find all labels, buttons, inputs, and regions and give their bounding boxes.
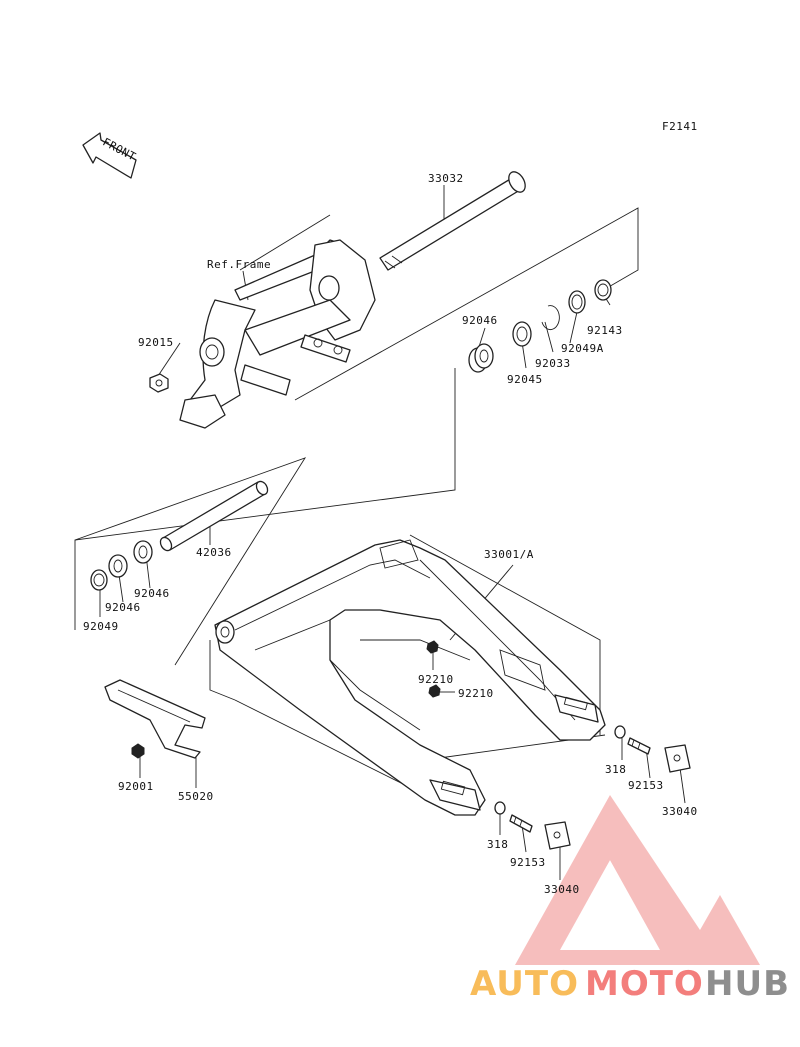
label-92153-a: 92153 xyxy=(628,779,664,792)
label-33001A: 33001/A xyxy=(484,548,534,561)
label-92143: 92143 xyxy=(587,324,623,337)
label-92046-a: 92046 xyxy=(134,587,170,600)
label-92033: 92033 xyxy=(535,357,571,370)
label-33032: 33032 xyxy=(428,172,464,185)
part-labels: F2141 Ref.Frame 33032 92015 92046 92143 … xyxy=(83,120,698,896)
label-33040-b: 33040 xyxy=(544,883,580,896)
label-92049A: 92049A xyxy=(561,342,604,355)
label-318-b: 318 xyxy=(487,838,508,851)
label-42036: 42036 xyxy=(196,546,232,559)
label-92153-b: 92153 xyxy=(510,856,546,869)
label-92210-a: 92210 xyxy=(418,673,454,686)
bearing-92045 xyxy=(512,321,532,347)
label-92210-b: 92210 xyxy=(458,687,494,700)
cap-92143 xyxy=(594,279,612,301)
nut-318-b xyxy=(494,801,506,815)
frame-reference xyxy=(179,239,376,429)
label-55020: 55020 xyxy=(178,790,214,803)
label-92046-b: 92046 xyxy=(105,601,141,614)
wordmark-moto: MOTO xyxy=(585,964,704,1004)
ref-frame-label: Ref.Frame xyxy=(207,258,271,271)
automotohub-wordmark: AUTO MOTO HUB xyxy=(470,964,790,1004)
chain-guard-55020 xyxy=(104,679,206,759)
diagram-code: F2141 xyxy=(662,120,698,133)
nut-92015 xyxy=(149,373,169,393)
bolt-92153-b xyxy=(509,814,533,833)
automotohub-logo xyxy=(515,795,760,965)
nut-318-a xyxy=(614,725,626,739)
seal-92049A xyxy=(568,290,586,314)
label-92001: 92001 xyxy=(118,780,154,793)
nut-92210-a xyxy=(426,640,439,654)
wordmark-auto: AUTO xyxy=(470,964,579,1004)
adjuster-block-33040-b xyxy=(544,821,571,850)
front-arrow-icon: FRONT xyxy=(82,132,138,179)
wordmark-hub: HUB xyxy=(705,964,790,1004)
circlip-92033 xyxy=(541,305,560,331)
label-92049: 92049 xyxy=(83,620,119,633)
seal-92049 xyxy=(90,569,108,591)
bolt-92153-a xyxy=(627,737,651,755)
label-92045: 92045 xyxy=(507,373,543,386)
nut-92210-b xyxy=(428,684,441,698)
bolt-92001 xyxy=(131,743,145,759)
label-318-a: 318 xyxy=(605,763,626,776)
pivot-shaft xyxy=(379,171,526,271)
label-92046-top: 92046 xyxy=(462,314,498,327)
bearing-92046-b xyxy=(108,554,128,578)
leader-lines xyxy=(74,185,686,880)
adjuster-block-33040-a xyxy=(664,744,691,773)
bearing-92046-a xyxy=(133,540,153,564)
label-33040-a: 33040 xyxy=(662,805,698,818)
label-92015: 92015 xyxy=(138,336,174,349)
bearing-92046-top xyxy=(468,343,494,373)
sleeve-42036 xyxy=(159,480,269,552)
swingarm xyxy=(214,539,606,816)
